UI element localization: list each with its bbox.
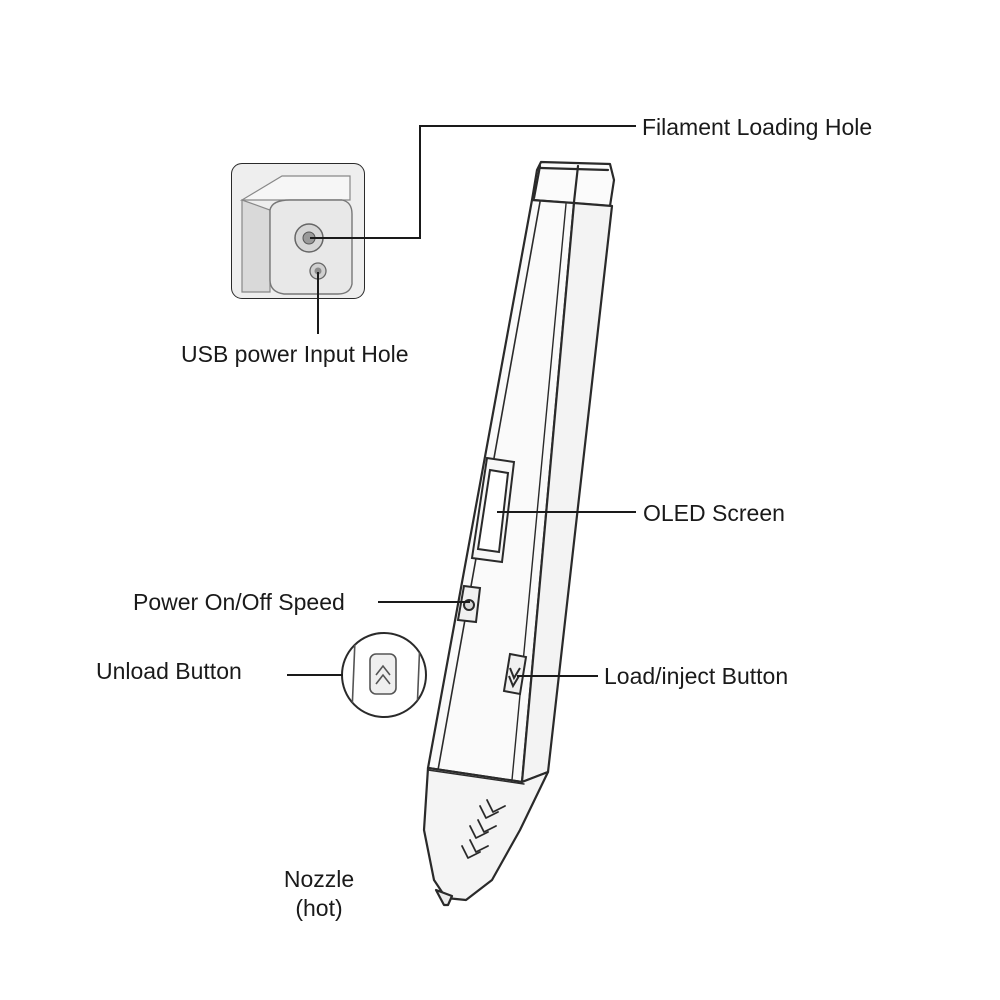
load-button-icon bbox=[502, 652, 528, 696]
label-nozzle-line2: (hot) bbox=[295, 895, 343, 921]
label-oled-screen: OLED Screen bbox=[643, 500, 785, 526]
label-nozzle-line1: Nozzle bbox=[283, 866, 355, 892]
label-filament-loading-hole: Filament Loading Hole bbox=[642, 114, 873, 140]
label-usb-power-input-hole: USB power Input Hole bbox=[181, 341, 409, 367]
top-end-inset bbox=[231, 163, 365, 299]
unload-button-inset bbox=[341, 632, 427, 718]
leader-filament bbox=[310, 125, 636, 239]
leader-lines bbox=[287, 125, 636, 677]
label-power-on-off-speed: Power On/Off Speed bbox=[133, 589, 345, 615]
tip-chevron-icon bbox=[461, 799, 506, 859]
oled-screen-icon bbox=[470, 456, 516, 564]
label-load-inject-button: Load/inject Button bbox=[604, 663, 789, 689]
pen-body bbox=[422, 160, 616, 907]
label-nozzle: Nozzle (hot) bbox=[270, 868, 368, 920]
label-unload-button: Unload Button bbox=[96, 658, 242, 684]
